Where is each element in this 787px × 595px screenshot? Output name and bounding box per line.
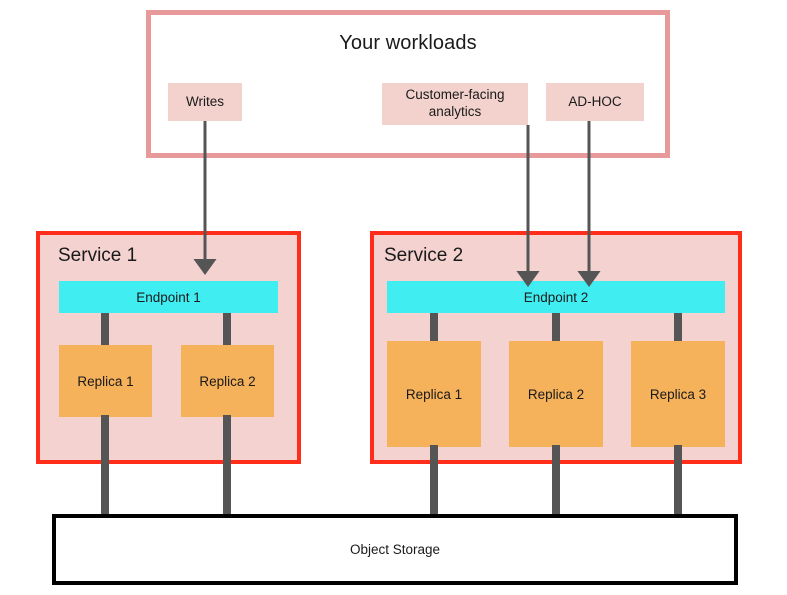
connector-endpoint2-replica2: [552, 313, 560, 343]
connector-s2-replica1-storage: [430, 445, 438, 516]
connector-endpoint2-replica1: [430, 313, 438, 343]
workload-customer-facing-analytics[interactable]: Customer-facing analytics: [382, 83, 528, 125]
connector-endpoint2-replica3: [674, 313, 682, 343]
connector-endpoint1-replica2: [223, 313, 231, 347]
connector-s1-replica1-storage: [101, 415, 109, 516]
connector-s2-replica2-storage: [552, 445, 560, 516]
service-2-replica-2[interactable]: Replica 2: [509, 341, 603, 447]
connector-s1-replica2-storage: [223, 415, 231, 516]
service-2-replica-3[interactable]: Replica 3: [631, 341, 725, 447]
service-2-label: Service 2: [384, 245, 464, 266]
object-storage-label: Object Storage: [349, 542, 441, 557]
object-storage-box: Object Storage: [52, 514, 738, 585]
workload-writes[interactable]: Writes: [168, 83, 242, 121]
service-2-endpoint[interactable]: Endpoint 2: [387, 281, 725, 313]
connector-endpoint1-replica1: [101, 313, 109, 347]
connector-s2-replica3-storage: [674, 445, 682, 516]
service-1-label: Service 1: [58, 245, 138, 266]
service-1-endpoint[interactable]: Endpoint 1: [59, 281, 278, 313]
workload-ad-hoc[interactable]: AD-HOC: [546, 83, 644, 121]
service-1-replica-2[interactable]: Replica 2: [181, 345, 274, 417]
workloads-title: Your workloads: [339, 32, 477, 54]
service-2-replica-1[interactable]: Replica 1: [387, 341, 481, 447]
service-1-replica-1[interactable]: Replica 1: [59, 345, 152, 417]
